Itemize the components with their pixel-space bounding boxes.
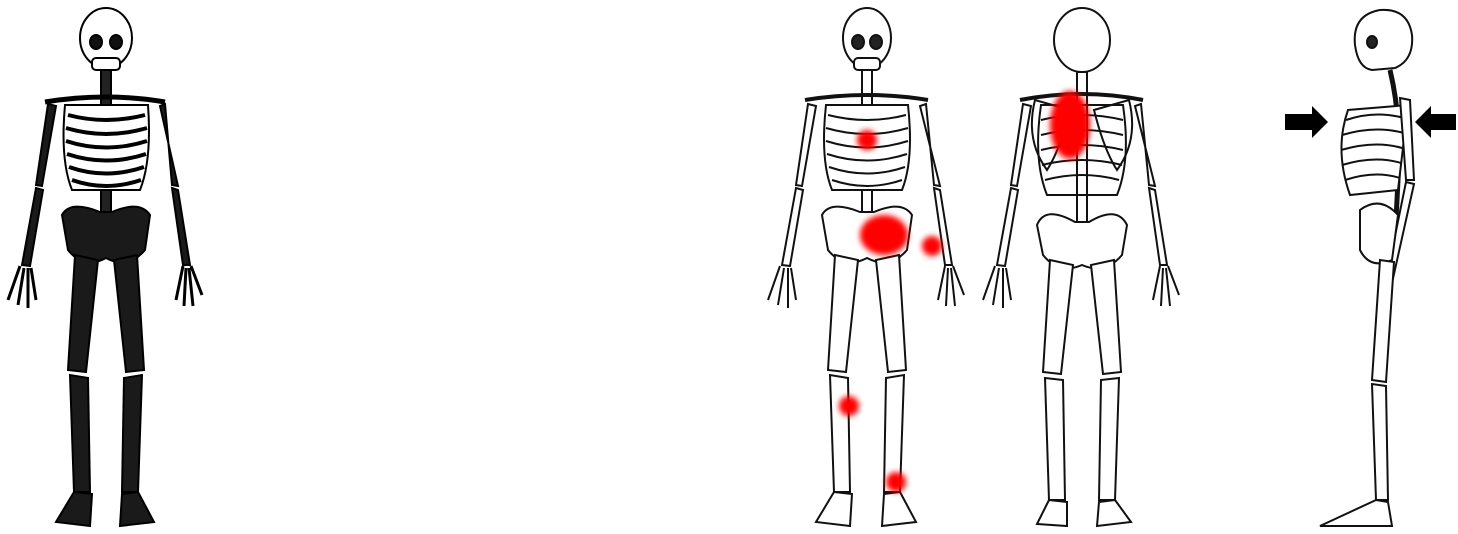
marker-right-knee <box>839 396 859 416</box>
arrow-left-icon <box>1415 106 1456 138</box>
skeleton-back-outline <box>975 0 1190 534</box>
skeleton-front-outline <box>760 0 975 534</box>
marker-pelvis <box>860 215 908 255</box>
marker-left-ankle <box>886 472 906 492</box>
marker-left-wrist <box>922 236 942 256</box>
marker-upper-thoracic-spine <box>1050 91 1090 159</box>
skeleton-front-silhouette <box>0 0 215 534</box>
marker-sternum <box>857 130 877 150</box>
skeleton-side-outline <box>1280 0 1458 534</box>
arrow-right-icon <box>1285 106 1328 138</box>
